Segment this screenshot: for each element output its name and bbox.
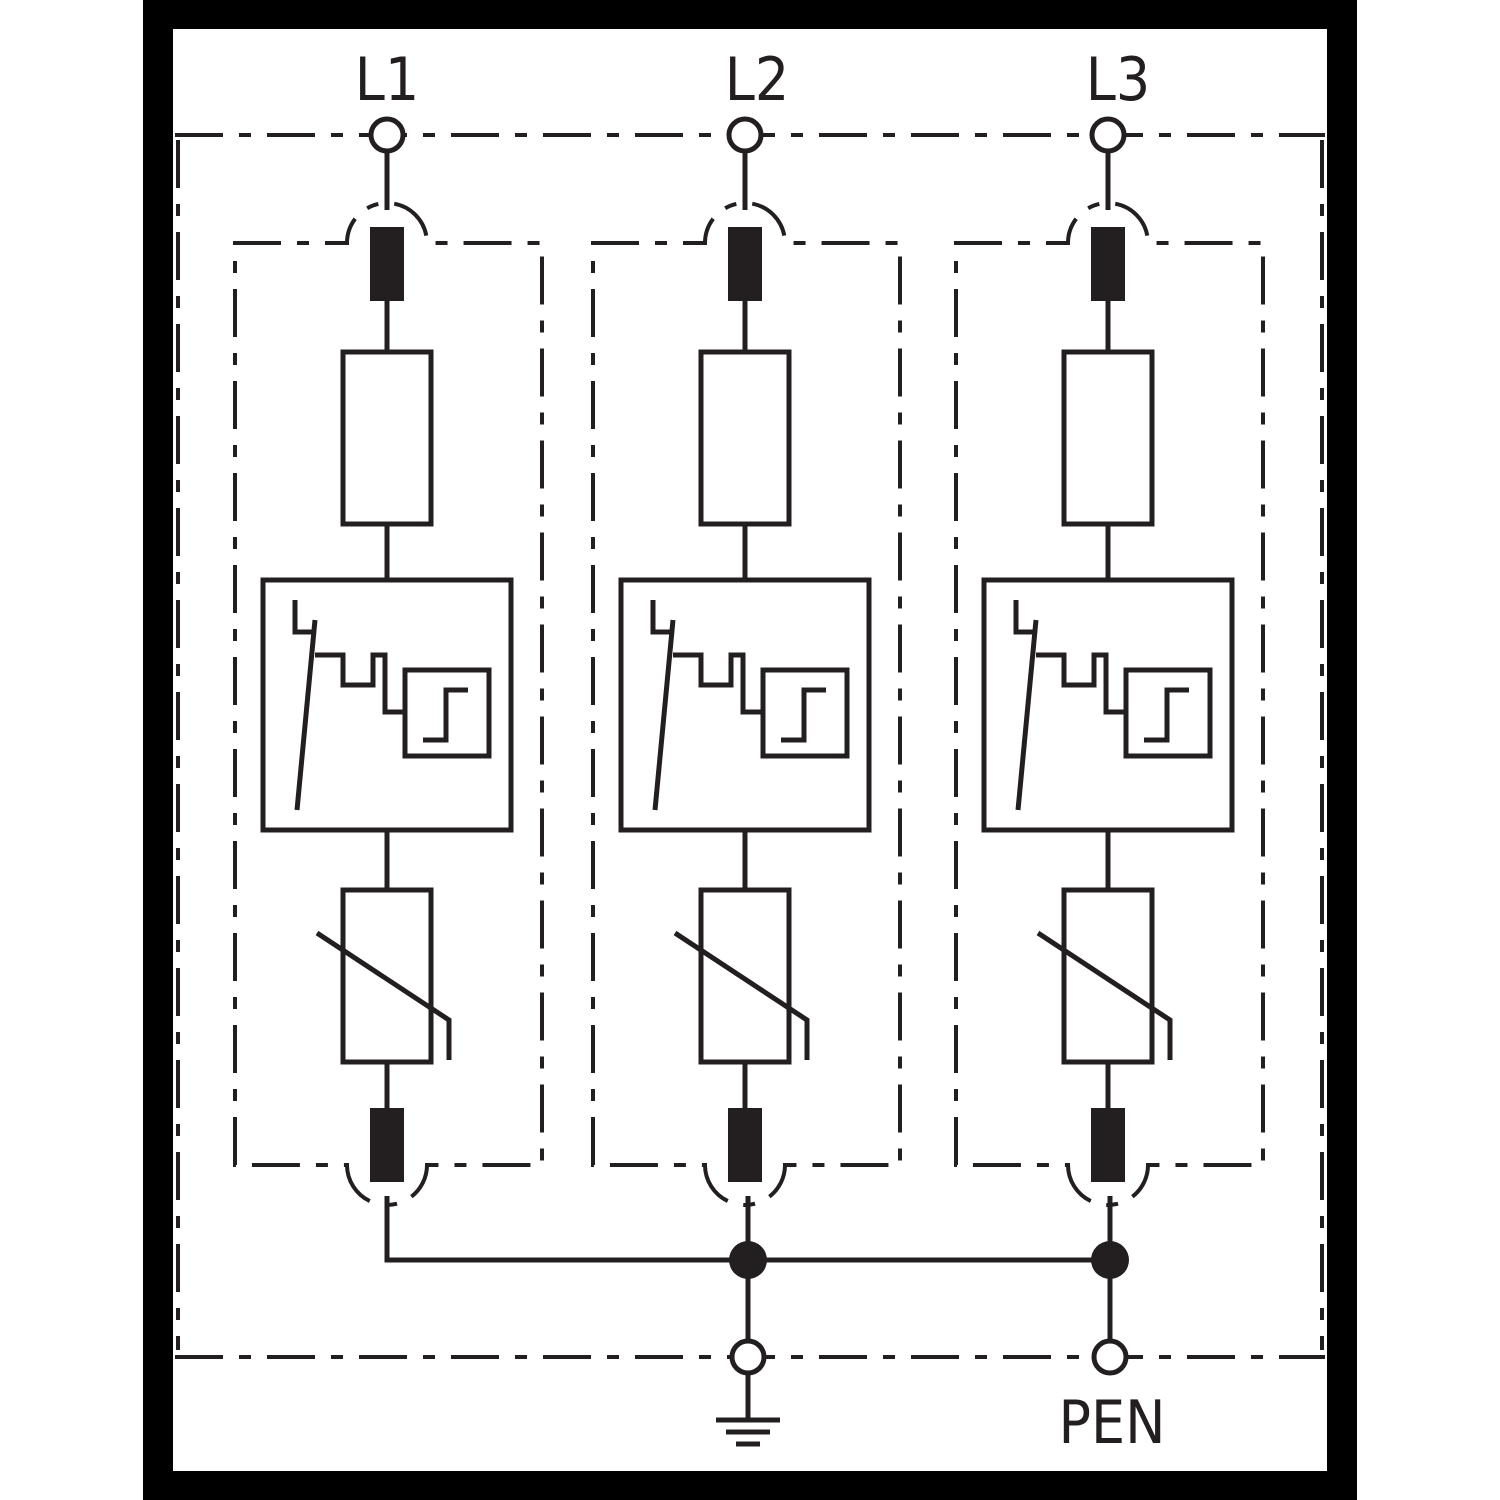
mechanical-linkage: [673, 652, 763, 715]
mechanical-linkage: [1036, 652, 1126, 715]
indicator-box: [1123, 667, 1213, 759]
terminal-label-pen: PEN: [1058, 1388, 1165, 1458]
varistor-icon: [340, 887, 434, 1065]
varistor-slash: [1036, 930, 1173, 1060]
module-housing: [233, 201, 544, 1207]
indicator-box: [402, 667, 492, 759]
terminal-earth: [729, 1338, 767, 1376]
terminal-circle: [368, 116, 406, 154]
spark-gap-block: [370, 1108, 404, 1182]
terminal-pen: [1091, 1338, 1129, 1376]
spark-gap-block: [728, 1108, 762, 1182]
switch-blade: [652, 619, 676, 811]
bottom-bus: [384, 1196, 1129, 1376]
fuse-icon: [698, 349, 792, 527]
junction-dot: [729, 1241, 767, 1279]
varistor-icon: [698, 887, 792, 1065]
spark-gap-block: [728, 227, 762, 301]
fuse-icon: [1061, 349, 1155, 527]
mechanical-linkage: [315, 652, 405, 715]
terminal-label-l3: L3: [1086, 45, 1150, 115]
varistor-icon: [1061, 887, 1155, 1065]
switch-contact: [650, 600, 673, 635]
terminal-circle: [1089, 116, 1127, 154]
outer-frame: [143, 0, 1357, 1500]
junction-dot: [1091, 1241, 1129, 1279]
module-housing: [591, 201, 902, 1207]
varistor-slash: [315, 930, 452, 1060]
switch-contact: [292, 600, 315, 635]
earth-ground-icon: [716, 1373, 780, 1447]
protection-module-1: [233, 116, 544, 1207]
fuse-icon: [340, 349, 434, 527]
indicator-step-icon: [781, 687, 826, 743]
switch-blade: [1015, 619, 1039, 811]
indicator-step-icon: [1144, 687, 1189, 743]
indicator-step-icon: [423, 687, 468, 743]
spark-gap-block: [1091, 227, 1125, 301]
terminal-circle: [726, 116, 764, 154]
varistor-slash: [673, 930, 810, 1060]
protection-module-3: [954, 116, 1265, 1207]
indicator-box: [760, 667, 850, 759]
spark-gap-block: [370, 227, 404, 301]
terminal-label-l1: L1: [355, 45, 419, 115]
protection-module-2: [591, 116, 902, 1207]
spark-gap-block: [1091, 1108, 1125, 1182]
protection-modules: [233, 116, 1265, 1207]
module-housing: [954, 201, 1265, 1207]
switch-blade: [294, 619, 318, 811]
switch-contact: [1013, 600, 1036, 635]
terminal-label-l2: L2: [725, 45, 789, 115]
